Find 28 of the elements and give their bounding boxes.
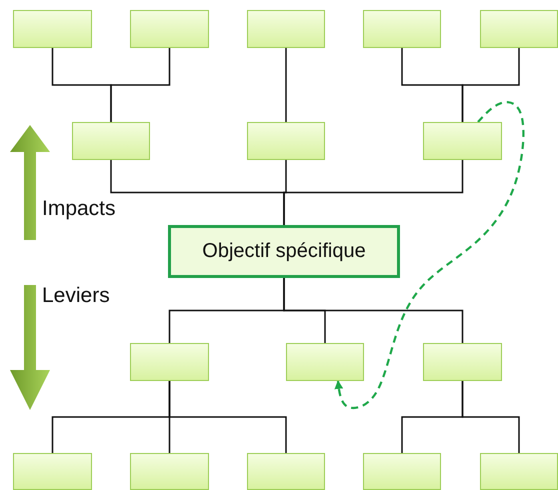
empty-box [247,453,325,490]
empty-box [363,10,441,48]
empty-box [72,122,150,160]
empty-box [247,10,325,48]
connector-line [462,381,520,453]
objective-box [168,225,400,278]
empty-box [286,343,364,381]
connector-line [283,278,464,343]
empty-box [423,122,502,160]
empty-box [363,453,441,490]
empty-box [130,343,209,381]
connector-line [462,48,520,122]
connector-line [168,381,287,453]
connector-line [283,160,464,225]
empty-box [480,10,558,48]
empty-box [480,453,558,490]
side-label: Impacts [42,197,116,221]
connector-line [285,48,287,122]
side-label: Leviers [42,284,110,308]
empty-box [130,10,209,48]
empty-box [247,122,325,160]
connector-line [110,48,170,122]
box-title: Objectif spécifique [202,240,366,263]
dashed-arrow [334,101,524,410]
empty-box [13,10,92,48]
empty-box [13,453,92,490]
empty-box [423,343,502,381]
empty-box [130,453,209,490]
